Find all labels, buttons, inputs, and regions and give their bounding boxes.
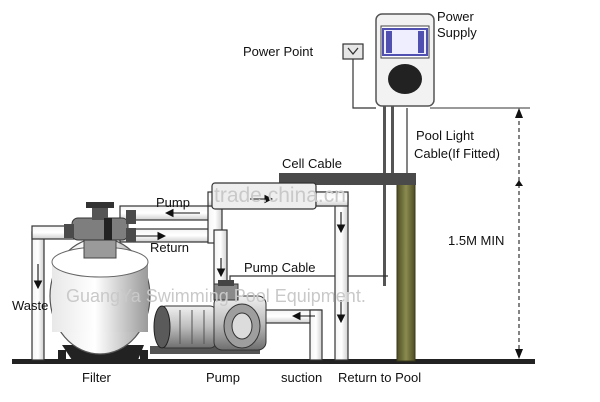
filter-label: Filter — [82, 370, 112, 385]
power-point-cable — [352, 59, 376, 109]
watermark-company: GuangYa Swimming Pool Equipment. — [66, 286, 366, 306]
power-point — [342, 43, 364, 60]
waste-label: Waste — [12, 298, 48, 313]
pump-flow-label: Pump — [156, 195, 190, 210]
height-dimension — [430, 107, 530, 359]
cell-cable-bar — [279, 173, 416, 185]
cell-cable-label: Cell Cable — [282, 156, 342, 171]
power-supply-dial — [388, 64, 422, 94]
return-flow-label: Return — [150, 240, 189, 255]
power-supply-unit — [375, 13, 435, 107]
watermark-site: trade.china.cn — [214, 184, 346, 207]
power-supply-label-line2: Supply — [437, 25, 477, 40]
pool-light-label-line2: Cable(If Fitted) — [414, 146, 500, 161]
power-point-label: Power Point — [243, 44, 313, 59]
filter-tank — [49, 202, 151, 360]
multiport-valve — [71, 217, 129, 241]
suction-label: suction — [281, 370, 322, 385]
pump-cable-label: Pump Cable — [244, 260, 316, 275]
pool-light-label: Pool Light — [416, 128, 474, 143]
height-label: 1.5M MIN — [448, 233, 504, 248]
support-rod — [383, 106, 386, 286]
flow-arrows — [33, 194, 346, 324]
ground-line — [12, 359, 535, 364]
pump-label: Pump — [206, 370, 240, 385]
power-supply-label: Power — [437, 9, 475, 24]
waste-pipe — [31, 231, 45, 361]
pump-unit — [150, 280, 267, 354]
return-to-pool-label: Return to Pool — [338, 370, 421, 385]
support-post — [396, 177, 416, 362]
